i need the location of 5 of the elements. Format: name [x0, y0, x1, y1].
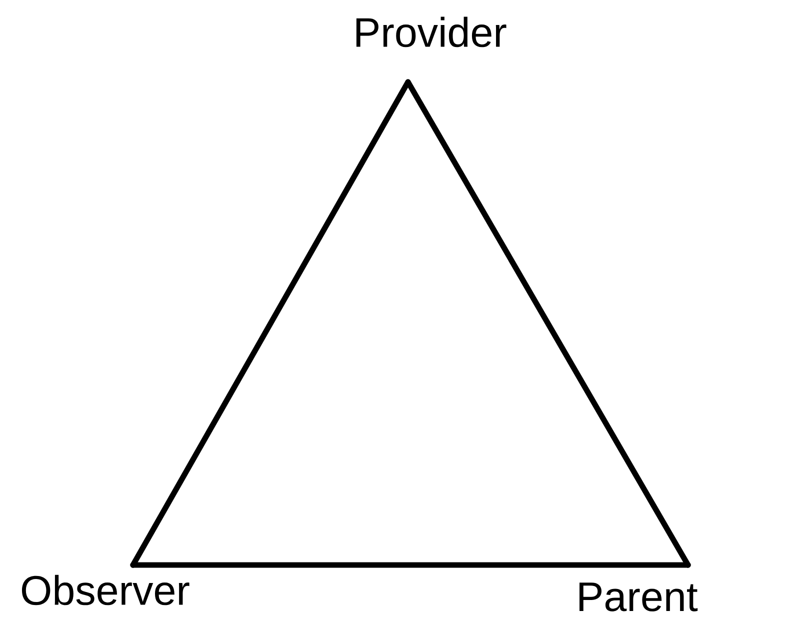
vertex-label: Observer [22, 574, 190, 606]
vertex-label: Provider [356, 16, 506, 48]
triangle-side [405, 79, 691, 568]
triangle-side [130, 79, 411, 568]
vertex-label: Parent [580, 582, 698, 612]
